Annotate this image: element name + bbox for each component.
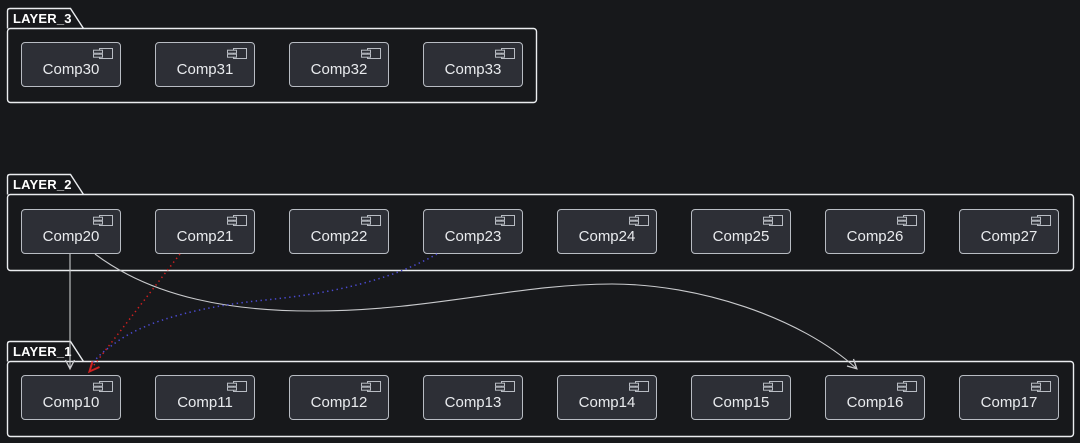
package-label-layer-1: LAYER_1 <box>13 344 72 359</box>
component-label: Comp13 <box>444 393 502 411</box>
component-comp21: Comp21 <box>155 209 255 254</box>
component-comp31: Comp31 <box>155 42 255 87</box>
component-label: Comp26 <box>846 227 904 245</box>
component-comp32: Comp32 <box>289 42 389 87</box>
component-icon <box>629 215 649 226</box>
component-comp15: Comp15 <box>691 375 791 420</box>
component-icon <box>361 215 381 226</box>
component-icon <box>763 381 783 392</box>
component-icon <box>93 48 113 59</box>
component-label: Comp33 <box>444 60 502 78</box>
component-icon <box>361 381 381 392</box>
package-layer-2-tab <box>6 173 85 195</box>
component-label: Comp17 <box>980 393 1038 411</box>
component-icon <box>1031 381 1051 392</box>
component-comp20: Comp20 <box>21 209 121 254</box>
package-label-layer-3: LAYER_3 <box>13 11 72 26</box>
component-comp17: Comp17 <box>959 375 1059 420</box>
component-label: Comp20 <box>42 227 100 245</box>
component-label: Comp11 <box>177 393 233 411</box>
component-comp33: Comp33 <box>423 42 523 87</box>
component-comp12: Comp12 <box>289 375 389 420</box>
package-layer-3-frame <box>6 27 538 104</box>
component-icon <box>495 48 515 59</box>
component-comp11: Comp11 <box>155 375 255 420</box>
component-icon <box>361 48 381 59</box>
component-comp13: Comp13 <box>423 375 523 420</box>
component-comp23: Comp23 <box>423 209 523 254</box>
component-icon <box>629 381 649 392</box>
component-comp25: Comp25 <box>691 209 791 254</box>
component-label: Comp10 <box>42 393 100 411</box>
component-icon <box>763 215 783 226</box>
component-comp14: Comp14 <box>557 375 657 420</box>
component-icon <box>227 381 247 392</box>
component-icon <box>93 215 113 226</box>
package-layer-1-tab <box>6 340 85 362</box>
component-comp30: Comp30 <box>21 42 121 87</box>
component-icon <box>227 215 247 226</box>
component-icon <box>495 381 515 392</box>
component-comp10: Comp10 <box>21 375 121 420</box>
component-label: Comp31 <box>176 60 234 78</box>
component-comp16: Comp16 <box>825 375 925 420</box>
component-icon <box>897 215 917 226</box>
component-label: Comp27 <box>980 227 1038 245</box>
component-label: Comp32 <box>310 60 368 78</box>
component-icon <box>1031 215 1051 226</box>
component-comp24: Comp24 <box>557 209 657 254</box>
component-comp27: Comp27 <box>959 209 1059 254</box>
component-comp26: Comp26 <box>825 209 925 254</box>
component-icon <box>897 381 917 392</box>
component-icon <box>495 215 515 226</box>
component-label: Comp30 <box>42 60 100 78</box>
component-label: Comp15 <box>712 393 770 411</box>
component-icon <box>93 381 113 392</box>
component-comp22: Comp22 <box>289 209 389 254</box>
component-label: Comp16 <box>846 393 904 411</box>
component-label: Comp12 <box>310 393 368 411</box>
component-label: Comp25 <box>712 227 770 245</box>
component-label: Comp23 <box>444 227 502 245</box>
component-icon <box>227 48 247 59</box>
package-label-layer-2: LAYER_2 <box>13 177 72 192</box>
component-label: Comp22 <box>310 227 368 245</box>
component-label: Comp21 <box>176 227 234 245</box>
component-label: Comp14 <box>578 393 636 411</box>
component-label: Comp24 <box>578 227 636 245</box>
package-layer-3-tab <box>6 7 85 29</box>
